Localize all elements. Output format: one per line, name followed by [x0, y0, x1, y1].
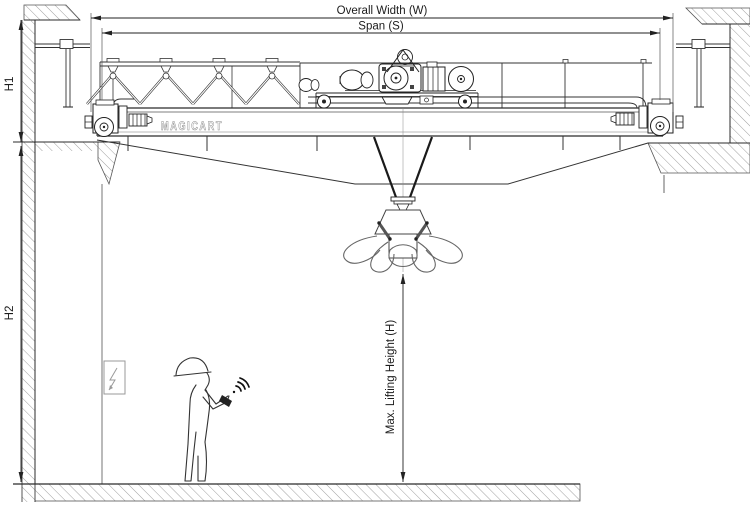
- walkway-truss: [86, 58, 301, 108]
- left-runway-corbel: [13, 141, 121, 484]
- left-conductor-hanger: [35, 39, 90, 108]
- max-lifting-height-label: Max. Lifting Height (H): [385, 320, 397, 435]
- left-end-truck: [84, 99, 153, 137]
- brand-logo: MAGICART: [161, 119, 223, 133]
- upper-sheave-frame: [386, 49, 420, 73]
- right-conductor-hanger: [676, 39, 730, 108]
- left-ceiling: [23, 4, 81, 21]
- right-end-truck: [610, 98, 684, 136]
- h2-label: H2: [4, 306, 16, 321]
- far-main-girder: [96, 139, 649, 185]
- right-runway-corbel: [647, 142, 750, 193]
- right-sheave: [448, 66, 474, 92]
- span-label: Span (S): [358, 21, 404, 33]
- operator-figure: [173, 357, 250, 482]
- right-wall: [729, 24, 750, 143]
- grab-body: [374, 209, 432, 259]
- lightning-icon: [108, 367, 118, 391]
- rope-drum: [378, 63, 422, 93]
- remote-control: [219, 395, 232, 407]
- power-box: [103, 360, 126, 395]
- right-travel-motor: [610, 112, 635, 126]
- bridge-girder: MAGICART: [96, 107, 664, 151]
- grab-claws: [343, 235, 463, 273]
- wifi-icon: [232, 377, 250, 394]
- girder-stiffeners: [127, 136, 621, 151]
- hoist-ropes: [372, 136, 434, 201]
- dimensions: Overall Width (W) Span (S) H1 H2: [4, 5, 674, 482]
- trolley-hoist: [298, 49, 479, 109]
- hoist-motor: [339, 69, 374, 91]
- h1-label: H1: [4, 77, 16, 92]
- right-ceiling: [685, 7, 750, 25]
- grab-bucket-assembly: [343, 108, 463, 273]
- dim-overall-width: Overall Width (W): [91, 5, 673, 21]
- floor: [13, 483, 581, 502]
- dim-h1: H1: [4, 20, 24, 142]
- grab-crosshead: [390, 196, 416, 211]
- trolley-wheels: [317, 94, 472, 109]
- left-travel-motor: [128, 113, 153, 127]
- dim-h2: H2: [4, 146, 24, 482]
- gearbox: [422, 61, 446, 92]
- overall-width-label: Overall Width (W): [337, 5, 428, 17]
- dim-span: Span (S): [102, 21, 660, 36]
- grab-cylinders: [377, 221, 429, 241]
- dim-max-lifting-height: Max. Lifting Height (H): [385, 274, 406, 482]
- left-wall: [21, 20, 36, 502]
